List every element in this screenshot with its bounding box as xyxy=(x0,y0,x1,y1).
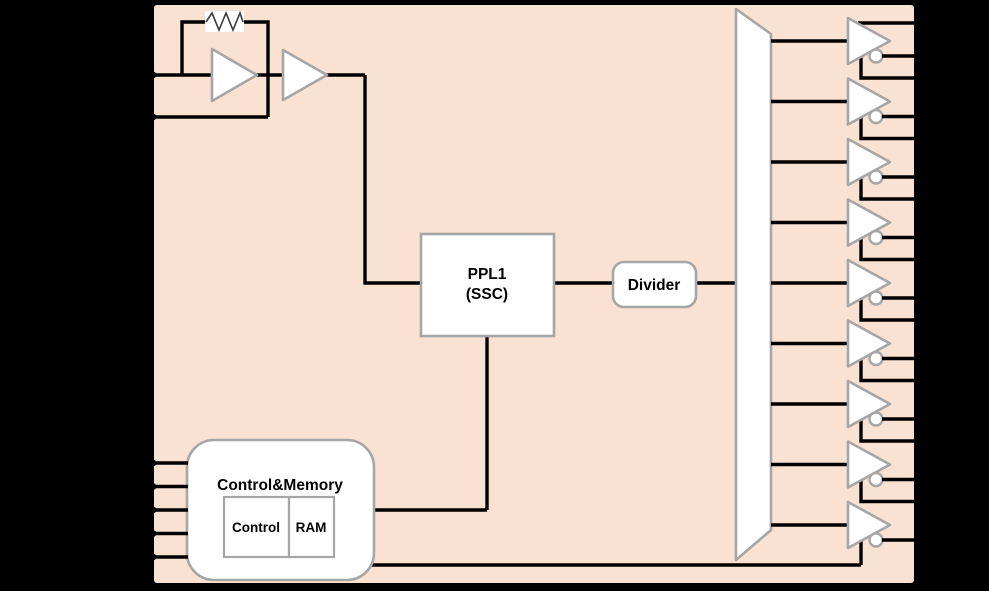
output-pin-dot xyxy=(914,498,922,505)
control-memory-title: Control&Memory xyxy=(217,477,343,494)
xtal2-pin-dot xyxy=(149,113,157,121)
resistor-icon xyxy=(205,10,244,33)
control-pin-dot xyxy=(149,506,157,514)
control-pin-dot xyxy=(149,483,157,490)
output-buffer xyxy=(771,198,922,263)
inverter-bubble-icon xyxy=(868,169,884,185)
output-pin-dot xyxy=(914,195,922,203)
output-pin-dot xyxy=(914,234,922,241)
inverter-bubble-icon xyxy=(868,411,884,427)
output-buffer xyxy=(771,258,922,324)
output-buffer xyxy=(771,500,922,565)
wire-output-true xyxy=(859,297,920,322)
wire-output-true xyxy=(859,176,920,201)
output-buffer-icon xyxy=(846,258,892,308)
output-buffer-icon xyxy=(846,198,892,247)
output-pin-dot xyxy=(914,316,922,324)
xtal1-pin-dot xyxy=(149,71,157,79)
output-pin-dot xyxy=(914,113,922,120)
inverter-bubble-icon xyxy=(868,48,884,64)
pll-block xyxy=(419,232,556,338)
output-buffer-icon xyxy=(846,319,892,368)
wire-output-true xyxy=(859,418,920,443)
pll-label-line2: (SSC) xyxy=(466,286,508,303)
control-sub-block xyxy=(222,495,291,559)
output-pin-dot xyxy=(914,256,922,263)
wire-output-true xyxy=(859,55,920,80)
wire-osc-to-pll xyxy=(363,75,423,285)
output-pin-dot xyxy=(914,52,922,60)
resistor-zigzag xyxy=(205,10,244,33)
output-buffer-icon xyxy=(846,379,892,429)
control-pin-dot xyxy=(149,553,157,561)
wire-output-true xyxy=(859,478,920,504)
output-buffer xyxy=(771,319,922,384)
output-buffer-icon xyxy=(846,137,892,187)
control-memory-section: Control&Memory Control RAM xyxy=(149,438,861,582)
pll-section: PPL1 (SSC) xyxy=(419,232,613,510)
inverter-bubble-icon xyxy=(868,108,884,125)
control-pin-dot xyxy=(149,459,157,467)
output-pin-dot xyxy=(914,377,922,384)
output-pin-dot xyxy=(914,476,922,483)
oscillator-section xyxy=(149,10,423,285)
inverter-bubble-icon xyxy=(868,532,884,548)
wire-output-true xyxy=(859,236,920,262)
oscillator-buffer-icon xyxy=(281,48,329,102)
wire-output-true xyxy=(859,357,920,383)
output-buffer-icon xyxy=(846,16,892,66)
divider-label: Divider xyxy=(628,277,681,294)
inverter-bubble-icon xyxy=(868,290,884,306)
divider-block xyxy=(611,260,698,309)
inverter-bubble-icon xyxy=(868,471,884,488)
output-pin-dot xyxy=(914,536,922,544)
oscillator-amplifier-icon xyxy=(210,47,259,103)
output-buffer-icon xyxy=(846,440,892,489)
control-sub-label: Control xyxy=(232,520,280,535)
inverter-bubble-icon xyxy=(868,229,884,246)
output-pin-dot xyxy=(914,19,922,27)
output-buffer-icon xyxy=(846,77,892,126)
divider-section: Divider xyxy=(611,260,737,309)
output-buffer xyxy=(771,379,922,445)
pll-label-line1: PPL1 xyxy=(468,266,507,283)
inverter-bubble-icon xyxy=(868,350,884,367)
output-pin-dot xyxy=(914,415,922,423)
wire-output-true xyxy=(859,115,920,141)
fanout-mux-icon xyxy=(734,7,773,562)
output-buffer-icon xyxy=(846,500,892,550)
ram-sub-label: RAM xyxy=(296,520,327,535)
output-buffer xyxy=(771,77,922,142)
ram-sub-block xyxy=(287,495,336,559)
output-pin-dot xyxy=(914,74,922,82)
output-buffer-array xyxy=(771,16,922,565)
control-input-pins xyxy=(149,459,188,561)
output-pin-dot xyxy=(914,437,922,445)
output-buffer xyxy=(771,440,922,505)
output-buffer xyxy=(771,16,922,82)
control-pin-dot xyxy=(149,530,157,537)
output-pin-dot xyxy=(914,355,922,362)
output-buffer xyxy=(771,137,922,203)
output-pin-dot xyxy=(914,173,922,181)
output-pin-dot xyxy=(914,294,922,302)
output-pin-dot xyxy=(914,135,922,142)
